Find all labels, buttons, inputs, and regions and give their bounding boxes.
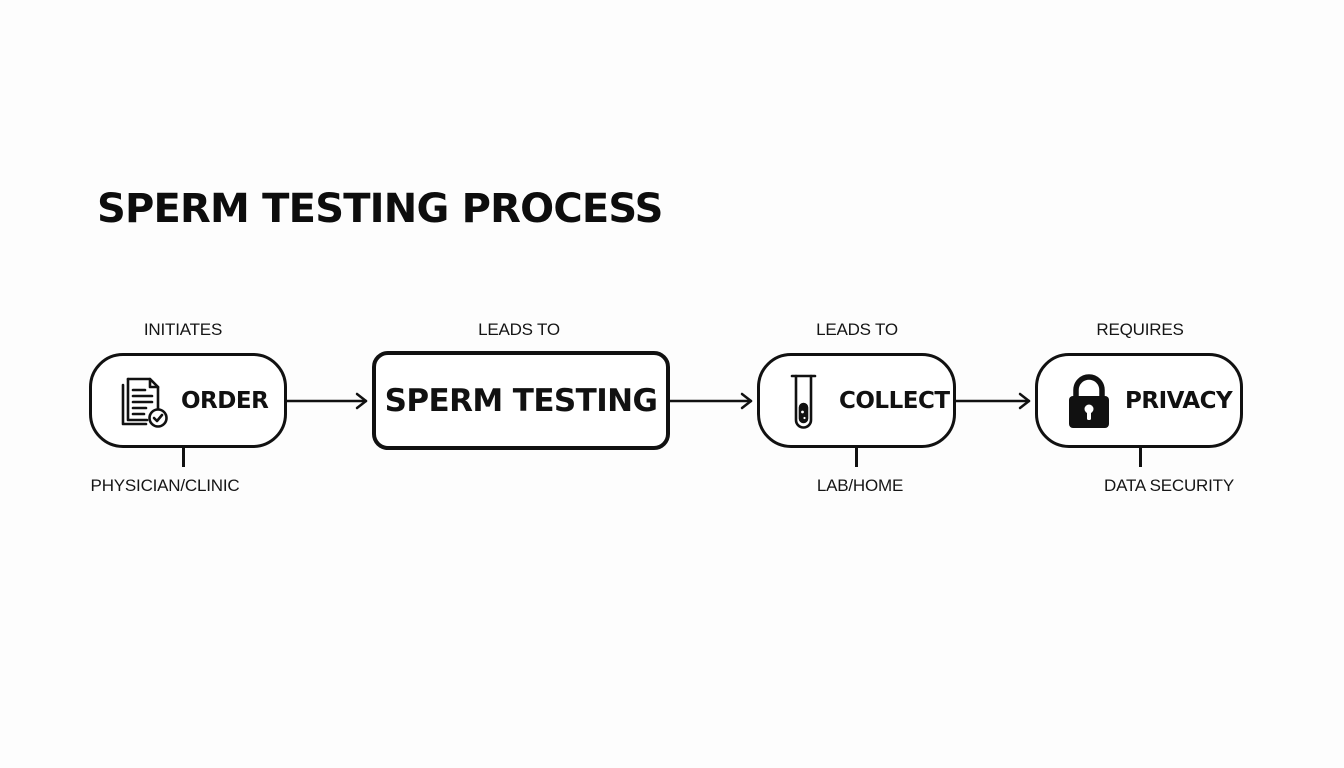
order-connector [182, 447, 185, 467]
testing-top-label: LEADS TO [478, 320, 560, 339]
order-node[interactable]: ORDER [89, 353, 287, 448]
collect-node[interactable]: COLLECT [757, 353, 956, 448]
sperm-testing-label: SPERM TESTING [384, 382, 658, 419]
collect-connector [855, 447, 858, 467]
collect-bottom-label: LAB/HOME [816, 476, 904, 495]
order-label: ORDER [181, 388, 269, 414]
order-top-label: INITIATES [143, 320, 223, 339]
order-bottom-label: PHYSICIAN/CLINIC [90, 476, 240, 495]
privacy-top-label: REQUIRES [1096, 320, 1184, 339]
privacy-connector [1139, 447, 1142, 467]
document-check-icon [121, 377, 168, 428]
diagram-title: SPERM TESTING PROCESS [97, 186, 663, 232]
collect-top-label: LEADS TO [816, 320, 898, 339]
collect-label: COLLECT [839, 388, 950, 414]
test-tube-icon [790, 374, 817, 429]
privacy-label: PRIVACY [1125, 388, 1233, 414]
privacy-node[interactable]: PRIVACY [1035, 353, 1243, 448]
privacy-bottom-label: DATA SECURITY [1104, 476, 1234, 495]
sperm-testing-node[interactable]: SPERM TESTING [372, 351, 670, 450]
padlock-icon [1069, 374, 1109, 428]
